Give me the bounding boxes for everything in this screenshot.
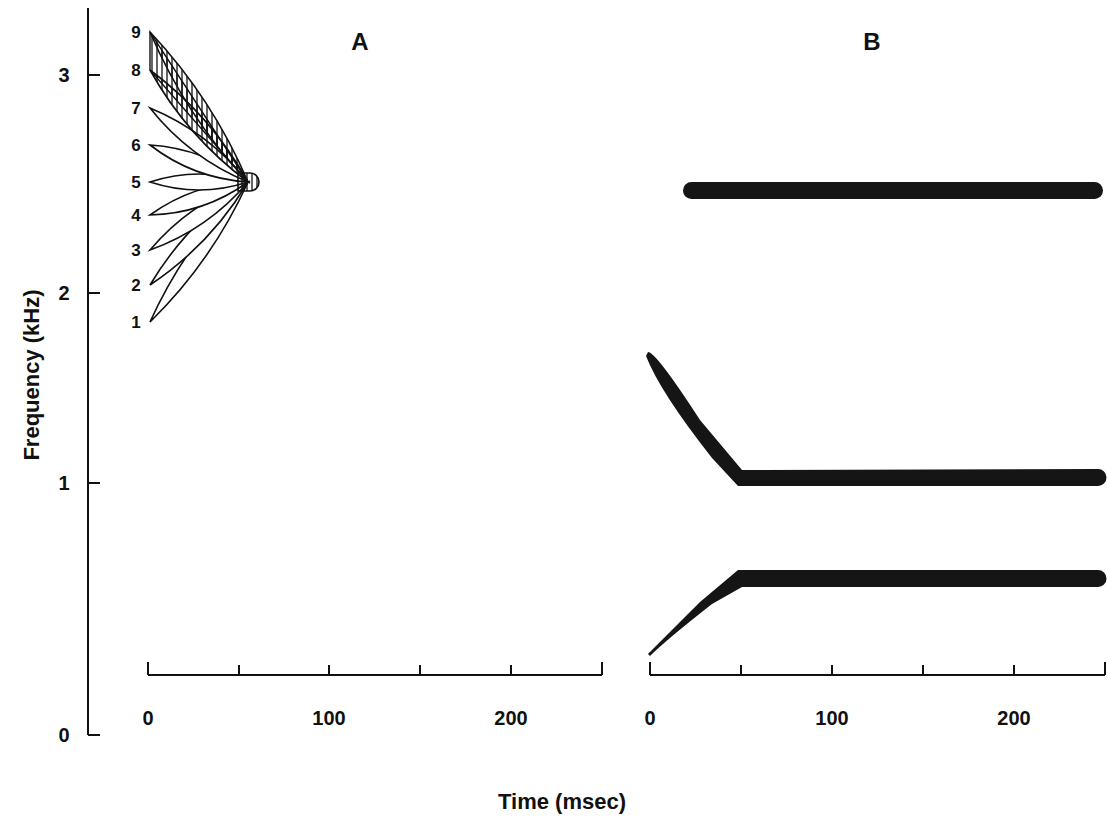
frequency-axis	[88, 8, 100, 735]
hatched-region	[150, 32, 248, 182]
formant-bars	[646, 182, 1107, 656]
curve-number: 6	[131, 137, 140, 154]
transition-curve	[150, 32, 248, 182]
curve-number: 8	[131, 62, 140, 79]
tick-label: 0	[142, 708, 153, 728]
curve-number: 7	[131, 100, 140, 117]
axis-title: Time (msec)	[498, 791, 626, 813]
curve-number: 3	[131, 242, 140, 259]
tick-label: 100	[815, 708, 848, 728]
transition-curve	[150, 182, 248, 322]
panel-letter: A	[351, 30, 368, 54]
panel-letter: B	[863, 30, 880, 54]
axis-title: Frequency (kHz)	[21, 289, 43, 460]
tick-label: 0	[644, 708, 655, 728]
curve-number: 2	[131, 277, 140, 294]
tick-label: 3	[58, 65, 69, 85]
time-axis-a	[148, 662, 602, 675]
curve-number: 5	[131, 174, 140, 191]
tick-label: 0	[58, 725, 69, 745]
tick-label: 1	[58, 473, 69, 493]
curve-number: 9	[131, 24, 140, 41]
tick-label: 100	[312, 708, 345, 728]
tick-label: 200	[494, 708, 527, 728]
tick-label: 2	[58, 283, 69, 303]
curve-number: 4	[131, 207, 140, 224]
curve-number: 1	[131, 314, 140, 331]
tick-label: 200	[997, 708, 1030, 728]
transition-curve	[150, 182, 248, 250]
steady-state-end	[238, 173, 259, 191]
transition-curve	[150, 182, 248, 285]
time-axis-b	[650, 662, 1105, 675]
formant-transition-fan	[150, 32, 259, 322]
